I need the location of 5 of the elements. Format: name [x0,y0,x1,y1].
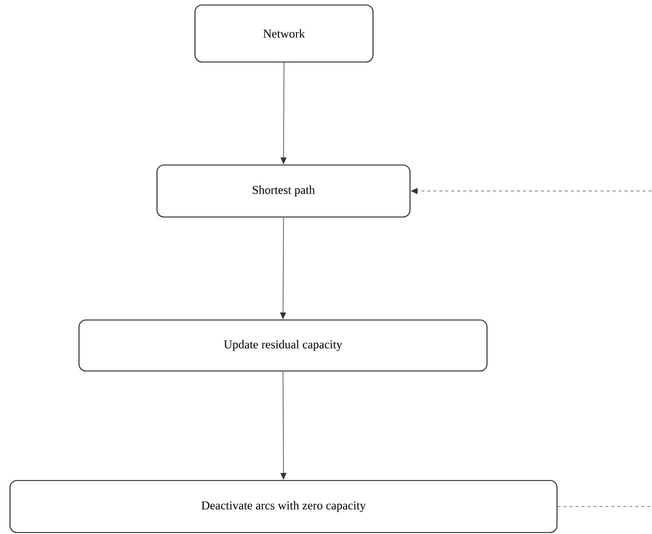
process-box: Deactivate arcs with zero capacity [9,480,558,534]
process-box: Update residual capacity [78,319,488,372]
process-box: Network [194,4,374,63]
dashed-line [557,506,652,507]
process-box: Shortest path [156,164,411,218]
